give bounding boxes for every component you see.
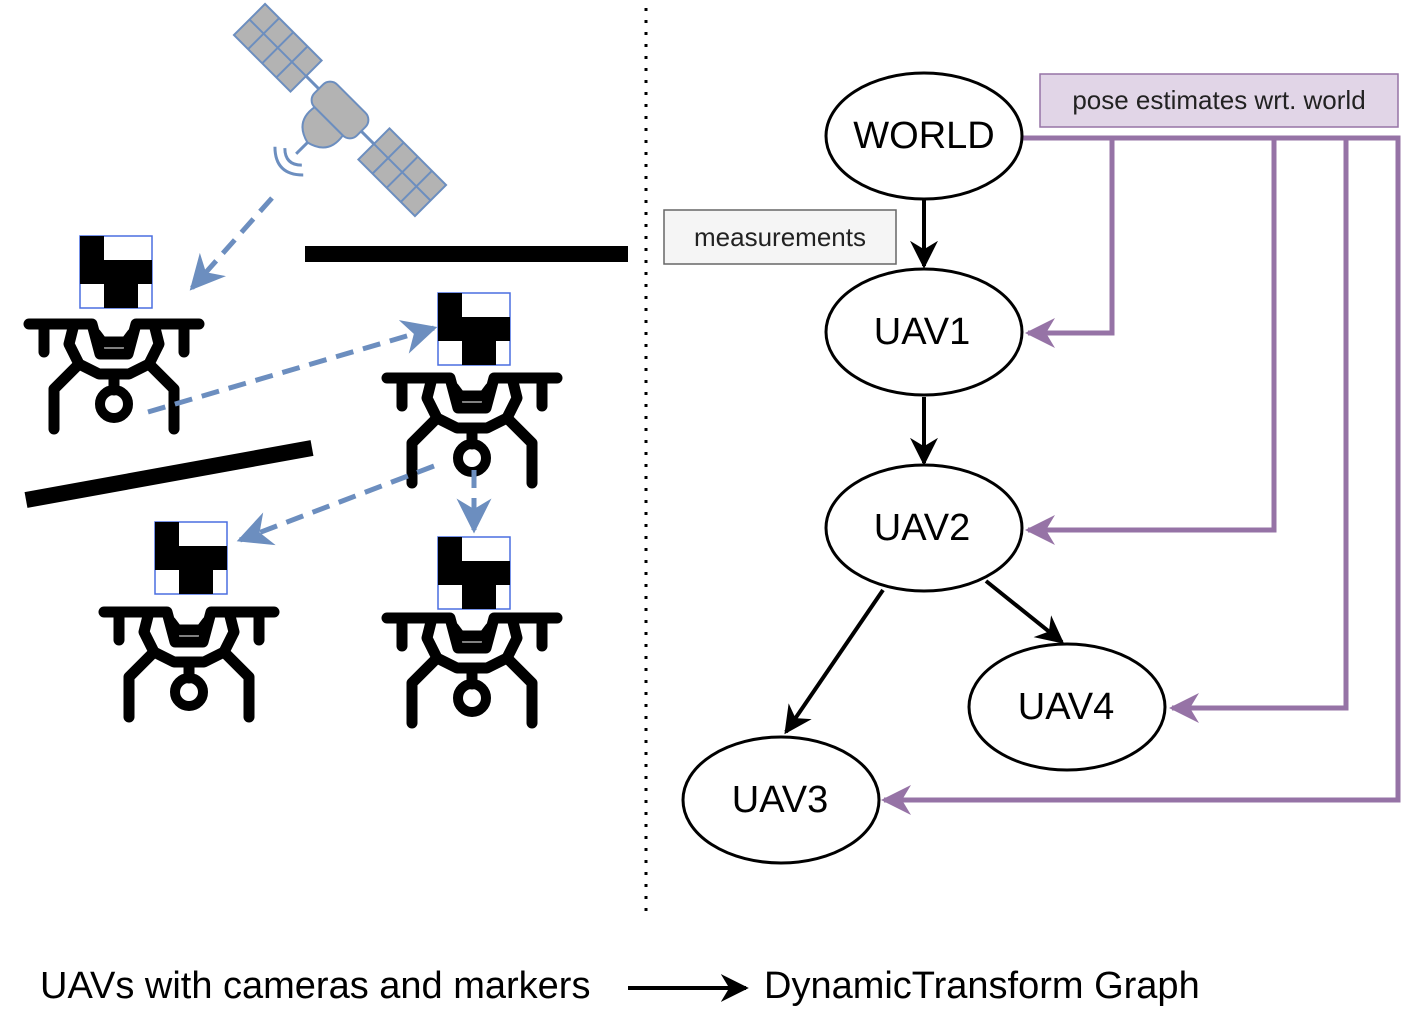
edge-uav2-uav3 xyxy=(784,588,885,735)
pose-estimates-tag: pose estimates wrt. world xyxy=(1039,73,1399,128)
pose-edge-world-uav1 xyxy=(1022,135,1115,348)
checkerboard-marker-icon xyxy=(437,292,511,366)
drone-icon xyxy=(387,618,557,723)
satellite-icon xyxy=(232,2,448,218)
measurements-tag: measurements xyxy=(663,209,897,265)
link-satellite-to-drone1 xyxy=(189,196,274,291)
node-uav4: UAV4 xyxy=(967,642,1167,772)
drone-1 xyxy=(29,235,199,429)
node-uav4-label: UAV4 xyxy=(1018,686,1114,728)
node-world-label: WORLD xyxy=(853,115,994,157)
drone-2 xyxy=(387,292,557,483)
checkerboard-marker-icon xyxy=(154,521,228,595)
node-uav1-label: UAV1 xyxy=(874,311,970,353)
node-uav1: UAV1 xyxy=(824,267,1024,397)
link-drone2-to-drone3 xyxy=(236,463,435,546)
drone-icon xyxy=(29,324,199,429)
node-uav3: UAV3 xyxy=(681,735,881,865)
drone-icon xyxy=(387,378,557,483)
pose-estimates-tag-label: pose estimates wrt. world xyxy=(1072,85,1365,115)
checkerboard-marker-icon xyxy=(79,235,153,309)
link-drone1-to-drone2 xyxy=(147,320,438,415)
caption-left: UAVs with cameras and markers xyxy=(40,965,590,1007)
edge-uav2-uav4 xyxy=(984,579,1065,644)
caption-right: DynamicTransform Graph xyxy=(764,965,1200,1007)
wall-obstacle-bottom xyxy=(24,440,314,508)
measurements-tag-label: measurements xyxy=(694,222,866,252)
node-uav2: UAV2 xyxy=(824,463,1024,593)
pose-edge-world-uav3 xyxy=(881,135,1401,815)
checkerboard-marker-icon xyxy=(437,536,511,610)
drone-4 xyxy=(387,536,557,723)
node-world: WORLD xyxy=(824,71,1024,201)
drone-icon xyxy=(104,612,274,717)
pose-edge-world-uav4 xyxy=(1022,135,1349,723)
node-uav3-label: UAV3 xyxy=(732,779,828,821)
node-uav2-label: UAV2 xyxy=(874,507,970,549)
drone-3 xyxy=(104,521,274,717)
